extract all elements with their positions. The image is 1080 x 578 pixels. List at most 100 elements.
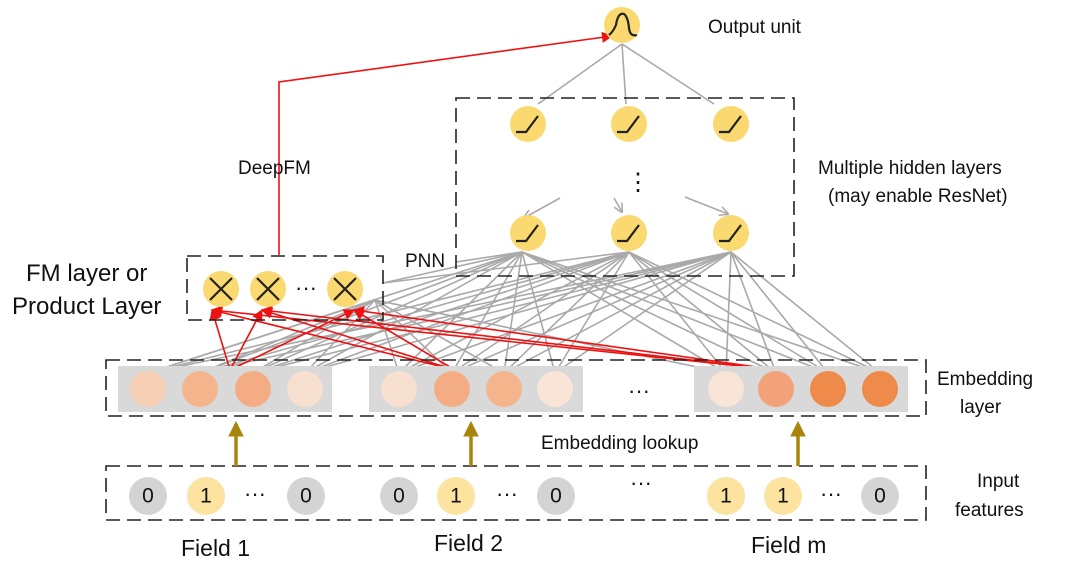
embedding-layer-label-line2: layer	[960, 397, 1002, 418]
emb-hidden-edge	[554, 251, 630, 374]
input-feature-value: 0	[874, 485, 886, 508]
embedding-node	[235, 371, 271, 407]
embedding-node	[287, 371, 323, 407]
emb-hidden-edge	[628, 251, 829, 374]
input-feature: 0	[861, 477, 899, 515]
emb-hidden-edge	[451, 251, 523, 374]
fieldm-label: Field m	[751, 532, 826, 558]
input-feature-value: 1	[720, 485, 732, 508]
emb-hidden-edge	[730, 251, 881, 374]
embedding-node	[182, 371, 218, 407]
product-neuron	[327, 271, 363, 307]
input-feature: 1	[764, 477, 802, 515]
fm-interaction-edge	[209, 308, 231, 371]
emb-hidden-edge	[252, 251, 732, 374]
emb-hidden-edge	[252, 251, 630, 374]
relu-icon	[617, 224, 640, 243]
output-edge-1	[621, 43, 627, 105]
emb-product-edge	[374, 299, 400, 374]
input-features-label-line1: Input	[977, 471, 1020, 492]
input-feature: 0	[380, 477, 418, 515]
embedding-lookup-arrows	[228, 420, 806, 466]
emb-hidden-edge	[503, 251, 630, 374]
output-edge-0	[537, 43, 623, 105]
emb-hidden-edge	[628, 251, 727, 374]
emb-hidden-edge	[730, 251, 829, 374]
input-feature-value: 0	[300, 485, 312, 508]
fm-interaction-edge	[229, 309, 356, 371]
product-neuron	[250, 271, 286, 307]
product-hidden-edge	[382, 251, 630, 284]
embedding-ellipsis: ···	[628, 378, 650, 403]
input-feature: 1	[707, 477, 745, 515]
embedding-node	[537, 371, 573, 407]
emb-hidden-edge	[521, 251, 829, 374]
emb-hidden-edge	[398, 251, 630, 374]
relu-icon	[719, 224, 742, 243]
fm-interaction-edge	[353, 309, 456, 371]
input-feature-value: 0	[393, 485, 405, 508]
deepfm-label: DeepFM	[238, 158, 311, 179]
emb-hidden-edge	[199, 251, 523, 374]
emb-hidden-edge	[521, 251, 881, 374]
emb-hidden-edge	[451, 251, 630, 374]
field1-label: Field 1	[181, 535, 250, 561]
output-unit	[604, 7, 640, 43]
input-feature-value: 1	[450, 485, 462, 508]
input-features-label-line2: features	[955, 500, 1024, 521]
input-features-box	[105, 465, 927, 521]
product-ellipsis: ···	[295, 275, 317, 300]
hidden-hint-edge-1	[613, 197, 622, 212]
input-ellipsis-field1: ···	[244, 481, 266, 506]
hidden-neuron	[611, 106, 647, 142]
output-unit-label: Output unit	[708, 17, 802, 38]
emb-product-edge	[374, 299, 505, 374]
hidden-neuron	[713, 215, 749, 251]
emb-hidden-edge	[628, 251, 881, 374]
hidden-hint-edge-2	[684, 196, 728, 214]
emb-hidden-edge	[503, 251, 732, 374]
hidden-neuron	[510, 215, 546, 251]
relu-icon	[516, 224, 539, 243]
hidden-neurons	[510, 106, 749, 251]
output-edge-2	[621, 43, 715, 105]
embedding-node	[708, 371, 744, 407]
input-feature: 0	[129, 477, 167, 515]
multiply-icon	[333, 277, 357, 301]
emb-hidden-edge	[521, 251, 556, 374]
pnn-label: PNN	[405, 251, 445, 272]
emb-product-edge	[147, 299, 376, 374]
fm-layer-label-line1: FM layer or	[26, 260, 147, 287]
product-hidden-edge	[382, 251, 523, 284]
network-connections	[147, 43, 881, 374]
product-neuron	[203, 271, 239, 307]
embedding-node	[758, 371, 794, 407]
multiply-icon	[256, 277, 280, 301]
hidden-layers-label-line1: Multiple hidden layers	[818, 158, 1002, 179]
hidden-hint-edge-0	[524, 197, 561, 218]
input-ellipsis-fieldm: ···	[820, 481, 842, 506]
input-feature-value: 1	[777, 485, 789, 508]
emb-hidden-edge	[521, 251, 777, 374]
hidden-neuron	[510, 106, 546, 142]
embedding-node	[810, 371, 846, 407]
embedding-node	[434, 371, 470, 407]
input-feature-value: 0	[550, 485, 562, 508]
emb-hidden-edge	[521, 251, 727, 374]
emb-product-edge	[374, 299, 727, 374]
emb-hidden-edge	[554, 251, 732, 374]
embedding-node	[486, 371, 522, 407]
embedding-node	[381, 371, 417, 407]
embedding-layer-label-line1: Embedding	[937, 369, 1033, 390]
emb-hidden-edge	[304, 251, 523, 374]
deepfm-path	[278, 31, 614, 255]
emb-hidden-edge	[304, 251, 732, 374]
embedding-node	[130, 371, 166, 407]
relu-icon	[617, 115, 640, 134]
emb-hidden-edge	[398, 251, 732, 374]
multiply-icon	[209, 277, 233, 301]
input-feature-value: 0	[142, 485, 154, 508]
embedding-node	[862, 371, 898, 407]
hidden-neuron	[611, 215, 647, 251]
emb-hidden-edge	[398, 251, 523, 374]
